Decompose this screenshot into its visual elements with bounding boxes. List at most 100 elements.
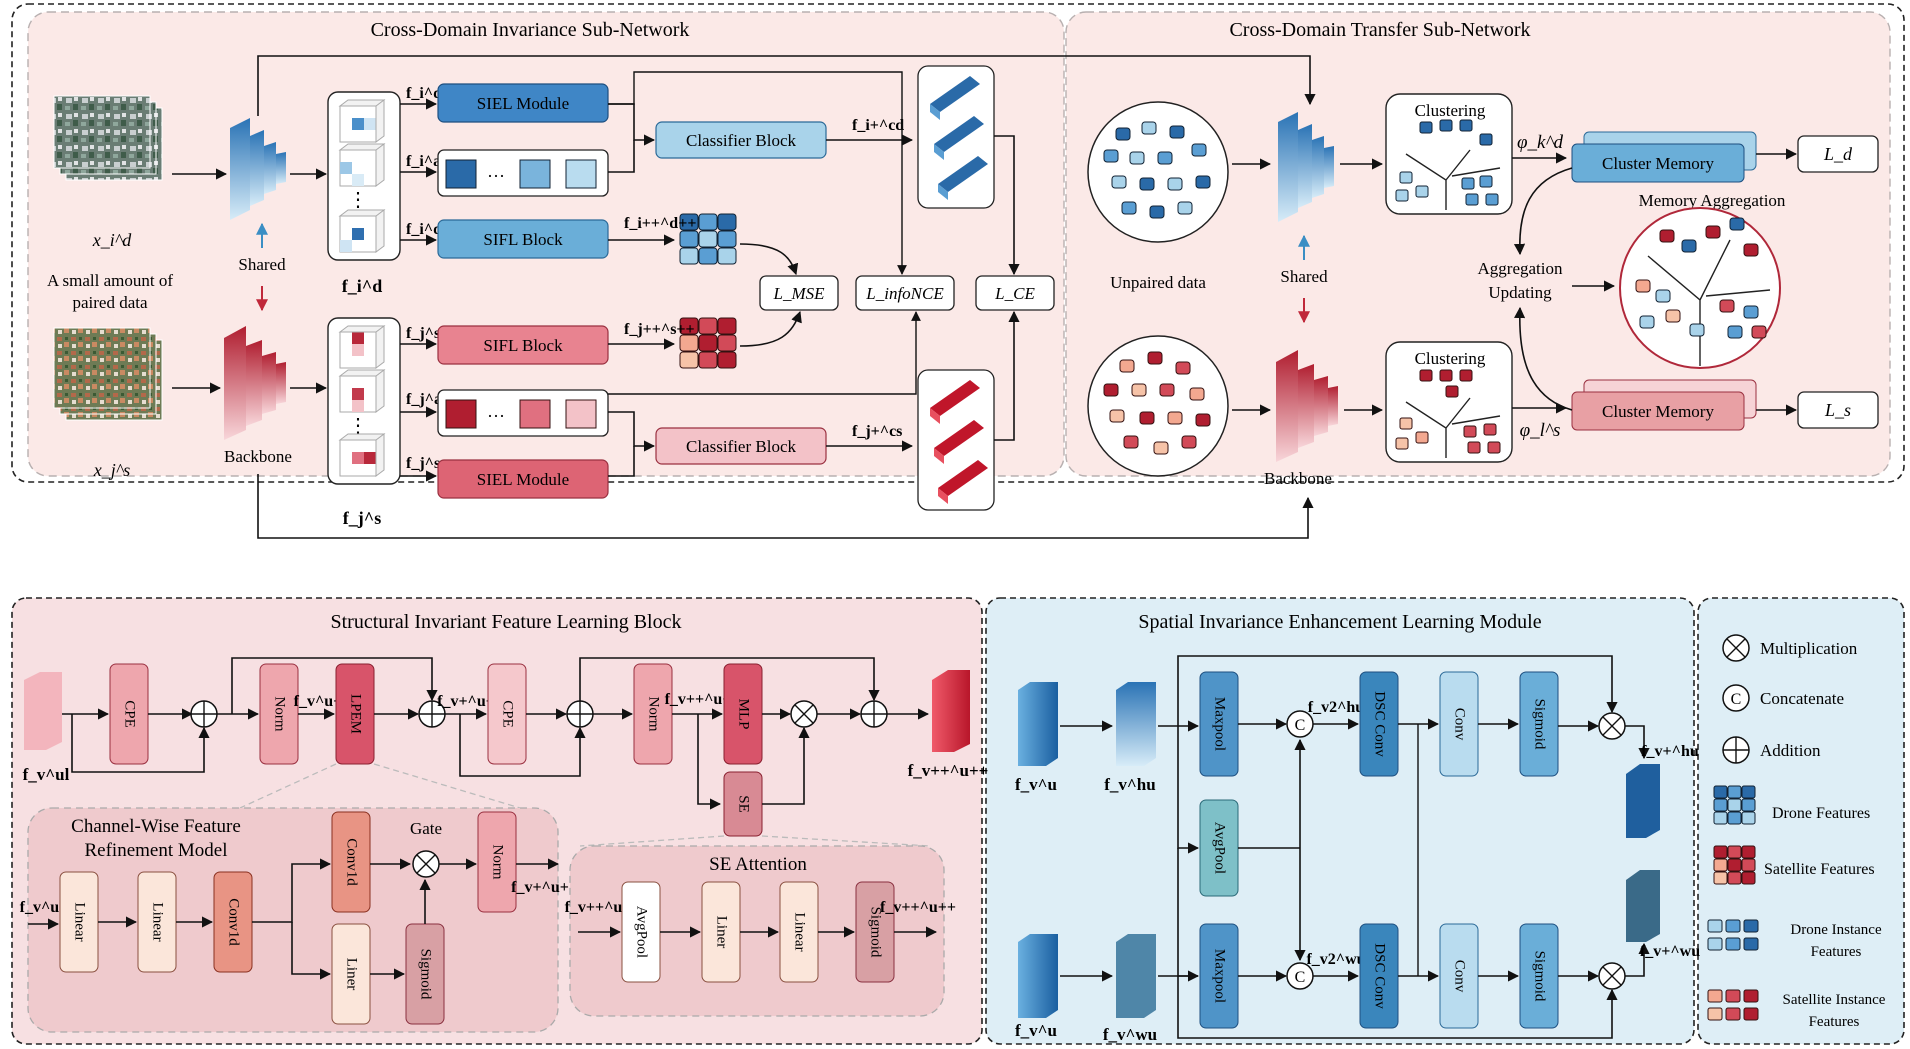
sifl-block-bottom [437,325,609,365]
legend-concatenate: Concatenate [1760,689,1844,708]
sifl-title: Structural Invariant Feature Learning Bl… [331,611,682,633]
siel-fwu2-sym: f_v2^wu [1306,951,1365,968]
backbone-label-right: Backbone [1264,469,1332,488]
siel-fu-top-feature [1018,682,1058,766]
unpaired-drone-points [1103,121,1211,219]
cluster-memory-bottom-label: Cluster Memory [1602,402,1714,421]
gate-label: Gate [410,819,442,838]
siel-dsc-top-label: DSC Conv [1372,691,1388,757]
siel-concat-top-symbol: C [1295,717,1306,734]
siel-module-bottom [437,459,609,499]
cross-transfer-title: Cross-Domain Transfer Sub-Network [1229,19,1530,41]
legend-satellite-instance-icon [1707,989,1759,1021]
se-liner-label: Liner [714,916,730,948]
sifl-input-sym: f_v^ul [23,765,70,784]
shared-label-right: Shared [1280,267,1328,286]
clustering-top-label: Clustering [1415,101,1486,120]
drone-cube-1 [338,99,386,143]
cwfr-sigmoid-label: Sigmoid [418,949,434,1000]
satellite-caption: x_j^s [93,460,131,480]
loss-s-box [1797,391,1879,429]
legend-multiplication: Multiplication [1760,639,1858,658]
cwfr-liner-label: Liner [344,958,360,990]
siel-module-top [437,83,609,123]
sat-feature-grid [679,317,737,369]
se-in-sym: f_v++^u+ [565,899,632,916]
legend-sat-instance-2: Features [1809,1014,1860,1030]
se-label: SE [736,795,752,813]
legend-drone-instance-2: Features [1811,944,1862,960]
siel-sigmoid-bottom-label: Sigmoid [1532,951,1548,1002]
loss-d-box [1797,135,1879,173]
sym-fvu2: f_v+^u+ [437,693,495,710]
drone-prisms [930,76,988,200]
legend-addition: Addition [1760,741,1821,760]
siel-maxpool-top-label: Maxpool [1212,697,1228,751]
sat-cube-1 [338,325,386,369]
cluster-memory-top-label: Cluster Memory [1602,154,1714,173]
drone-feature-grid [679,213,737,265]
sifl-block-top-label: SIFL Block [483,230,563,249]
cluster-memory-top [1571,143,1745,183]
siel-conv-bottom-label: Conv [1452,960,1468,993]
sat-token-dots: ··· [487,406,505,426]
sym-fspp: f_j++^s++ [624,321,695,338]
norm-1-label: Norm [272,697,288,732]
siel-module-top-label: SIEL Module [477,94,569,113]
siel-sigmoid-top [1519,671,1559,777]
siel-fwu-sym: f_v^wu [1103,1025,1157,1044]
sym-fvpp: f_v++^u+ [665,691,732,708]
sym-fd: f_i^d [406,85,442,102]
cwfr-conv1d-b-label: Conv1d [344,838,360,886]
siel-fhu-sym: f_v^hu [1104,775,1155,794]
legend-satellite-features: Satellite Features [1764,861,1875,878]
cwfr-linear-2-label: Linear [150,902,166,941]
sifl-block-top [437,219,609,259]
satellite-image-stack [53,327,163,421]
drone-caption: x_i^d [92,230,133,250]
legend-concat-symbol: C [1731,691,1742,708]
sat-cube-3 [338,433,386,477]
drone-cube-3 [338,209,386,253]
loss-s-label: L_s [1824,400,1851,420]
se-out-sym: f_v++^u++ [880,899,956,916]
siel-output-wu-feature [1626,870,1660,942]
siel-fwu-feature [1116,934,1156,1018]
siel-concat-bottom-symbol: C [1295,969,1306,986]
drone-dots-vertical: ⋮ [348,189,368,211]
loss-ce-label: L_CE [994,284,1035,303]
cluster-memory-bottom [1571,391,1745,431]
shared-label-left: Shared [238,255,286,274]
legend-drone-instance-1: Drone Instance [1790,922,1882,938]
drone-image-stack [53,95,163,181]
siel-fu-bottom-sym: f_v^u [1015,1021,1057,1040]
cwfr-in-sym: f_v^u+ [20,899,69,916]
siel-fhu-feature [1116,682,1156,766]
norm-2-label: Norm [646,697,662,732]
drone-token-dots: ··· [487,166,505,186]
cwfr-title-2: Refinement Model [85,840,228,861]
se-linear-label: Linear [792,912,808,951]
loss-mse-box [759,275,839,311]
sat-backbone-right [1276,350,1338,462]
siel-fu-bottom-feature [1018,934,1058,1018]
siel-maxpool-bottom-label: Maxpool [1212,949,1228,1003]
siel-fu-top-sym: f_v^u [1015,775,1057,794]
legend-drone-features: Drone Features [1772,805,1870,822]
sifl-block-bottom-label: SIFL Block [483,336,563,355]
cwfr-title-1: Channel-Wise Feature [71,816,241,837]
aggregation-label-1: Aggregation [1478,259,1563,278]
cpe-2-label: CPE [500,700,516,728]
siel-panel [985,597,1695,1045]
cpe-1-label: CPE [122,700,138,728]
fd-label: f_i^d [342,276,382,296]
loss-d-label: L_d [1823,144,1853,164]
phi-k: φ_k^d [1517,132,1563,153]
clustering-bottom-points [1395,369,1501,454]
aggregated-points [1635,217,1767,339]
sifl-output-sym: f_v++^u++ [908,761,989,780]
se-avgpool-label: AvgPool [634,906,650,958]
sym-fvu: f_v^u+ [294,693,343,710]
siel-conv-top-label: Conv [1452,708,1468,741]
